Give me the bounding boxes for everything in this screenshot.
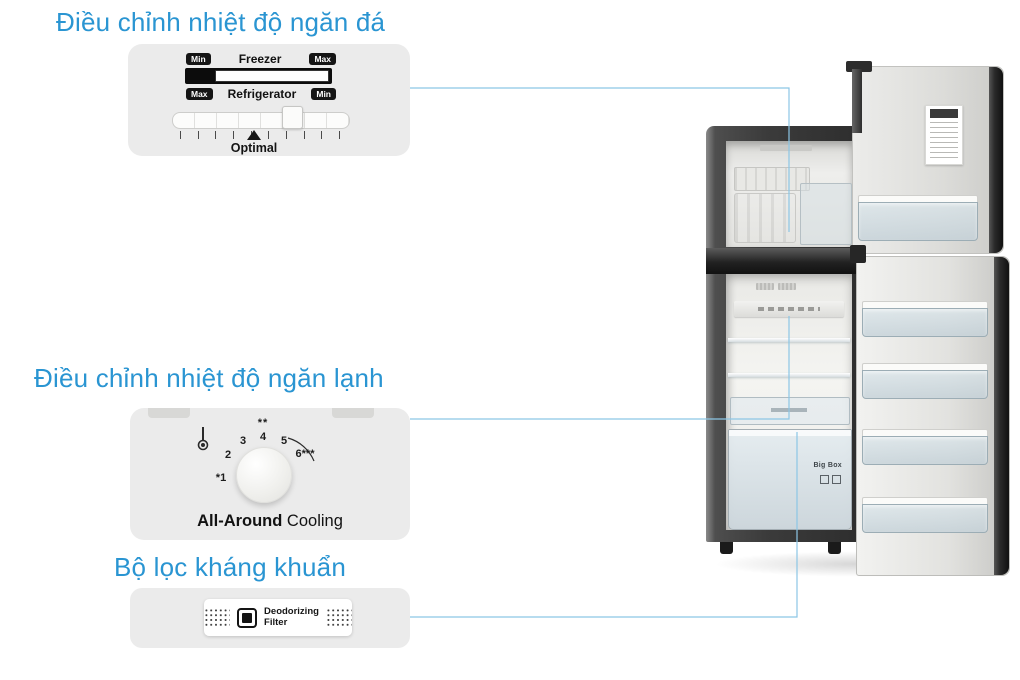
freezer-scale-label: Freezer <box>238 52 282 66</box>
ice-maker-bucket <box>734 193 796 243</box>
ice-tray <box>734 167 810 191</box>
door-bin <box>862 301 988 337</box>
freezer-slider-slot <box>185 68 332 84</box>
thermometer-icon <box>197 427 209 451</box>
fresh-zone-label <box>771 408 807 412</box>
freezer-door-bin <box>858 195 978 241</box>
optimal-label: Optimal <box>230 141 278 155</box>
tick <box>268 131 270 139</box>
energy-label <box>925 105 963 165</box>
tick <box>180 131 181 139</box>
fridge-leg <box>828 542 841 554</box>
freezer-side-bin <box>800 183 852 245</box>
dot-grid-left <box>204 608 231 627</box>
deodorizing-filter-icon <box>237 607 258 628</box>
freezer-scale-row: Min Freezer Max <box>186 52 336 66</box>
fridge-door-edge <box>994 257 1009 575</box>
freezer-min-badge: Min <box>186 52 211 66</box>
refrigerator-scale-row: Max Refrigerator Min <box>186 87 336 101</box>
deodorizing-filter-badge: Deodorizing Filter <box>204 599 352 636</box>
fridge-temp-title: Điều chỉnh nhiệt độ ngăn lạnh <box>34 363 384 393</box>
dial-mark-5: 5 <box>280 435 288 447</box>
freezer-control-panel: Min Freezer Max Max Refrigerator Min Opt… <box>128 44 410 156</box>
filter-label-line2: Filter <box>264 616 288 628</box>
fridge-leg <box>720 542 733 554</box>
cooling-vent <box>778 283 796 290</box>
fresh-zone-drawer <box>730 397 850 425</box>
big-box-label: Big Box <box>813 462 842 469</box>
dial-mark-3: 3 <box>239 435 247 447</box>
freezer-temp-title: Điều chỉnh nhiệt độ ngăn đá <box>56 7 386 37</box>
refrigerator-min-badge: Min <box>311 87 336 101</box>
optimal-pointer-triangle <box>247 130 261 140</box>
all-around-cooling-label: All-Around Cooling <box>130 512 410 531</box>
freezer-door-edge <box>989 67 1003 253</box>
temperature-dial <box>236 447 292 503</box>
dial-mark-4: 4 <box>259 431 267 443</box>
refrigerator-photo: Big Box <box>700 55 1015 580</box>
bin-front <box>862 308 988 337</box>
compartment-divider <box>706 248 858 274</box>
bin-lip <box>862 497 988 505</box>
middle-hinge <box>850 245 866 263</box>
bin-lip <box>862 363 988 371</box>
tick <box>321 131 323 139</box>
cooling-vent <box>756 283 774 290</box>
top-hinge <box>846 61 872 72</box>
energy-label-header <box>930 109 958 118</box>
interior-control-panel <box>734 301 844 317</box>
door-bin <box>862 429 988 465</box>
refrigerator-scale-label: Refrigerator <box>227 87 297 101</box>
freezer-slider-handle <box>215 70 329 82</box>
dial-mark-1: *1 <box>215 472 227 484</box>
panel-mount-tab <box>332 408 374 418</box>
door-bin <box>862 363 988 399</box>
bin-lip <box>862 301 988 309</box>
big-box-crisper-drawer: Big Box <box>728 429 852 530</box>
glass-shelf <box>728 373 850 377</box>
dial-mark-6: 6*** <box>295 448 315 460</box>
bin-front <box>862 370 988 399</box>
fridge-dial-panel: *1 2 3 ** 4 5 6*** All-Around Cooling <box>130 408 410 540</box>
refrigerator-max-badge: Max <box>186 87 213 101</box>
panel-mount-tab <box>148 408 190 418</box>
tick <box>232 131 234 139</box>
temp-lever-track <box>172 112 350 129</box>
control-panel-markings <box>758 307 820 311</box>
filter-label: Deodorizing Filter <box>264 607 319 627</box>
tick <box>338 131 340 139</box>
bin-front <box>858 202 978 241</box>
freezer-max-badge: Max <box>309 52 336 66</box>
door-bin <box>862 497 988 533</box>
bin-lip <box>858 195 978 203</box>
bin-front <box>862 504 988 533</box>
crisper-icon <box>820 475 829 484</box>
fridge-door-open <box>856 256 1010 576</box>
dot-grid-right <box>325 608 352 627</box>
temp-lever-handle <box>282 106 303 129</box>
tick <box>197 131 199 139</box>
freezer-door-open <box>852 66 1004 254</box>
bin-front <box>862 436 988 465</box>
crisper-lip <box>729 430 851 436</box>
filter-label-line1: Deodorizing <box>264 606 319 618</box>
filter-icon-core <box>242 612 253 623</box>
tick <box>303 131 305 139</box>
crisper-icon <box>832 475 841 484</box>
filter-title: Bộ lọc kháng khuẩn <box>114 552 346 582</box>
caption-bold: All-Around <box>197 512 283 530</box>
energy-label-text-lines <box>930 122 958 160</box>
filter-panel: Deodorizing Filter <box>130 588 410 648</box>
tick <box>285 131 287 139</box>
dial-mark-2: 2 <box>224 449 232 461</box>
bin-lip <box>862 429 988 437</box>
hinge-post <box>852 69 862 133</box>
glass-shelf <box>728 338 850 342</box>
caption-rest: Cooling <box>282 512 343 530</box>
dial-mark-recommended: ** <box>257 417 269 429</box>
freezer-lamp-cover <box>760 145 812 151</box>
tick <box>215 131 217 139</box>
